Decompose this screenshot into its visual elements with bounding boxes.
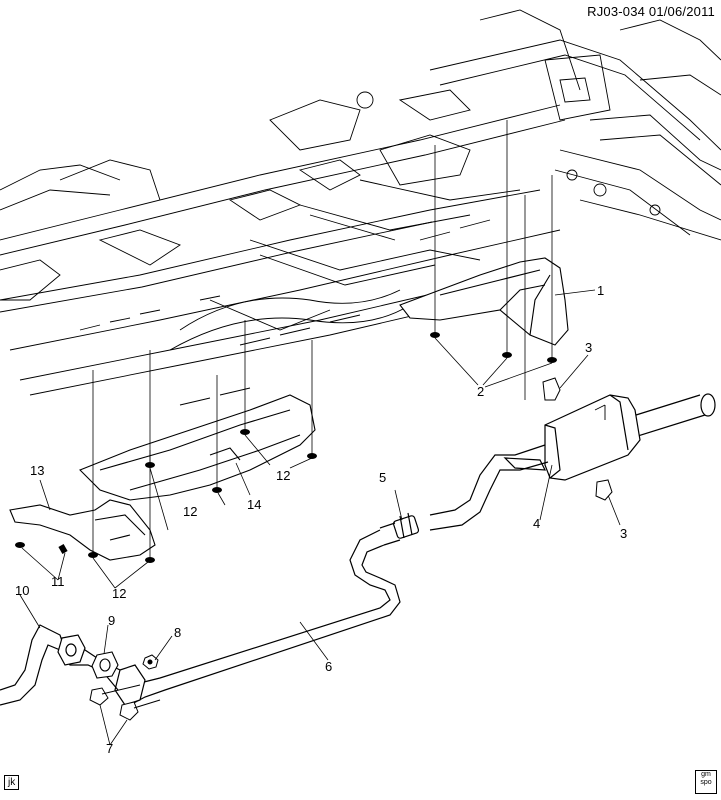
drawing-reference-code: RJ03-034 01/06/2011	[587, 4, 715, 19]
flange-bolts	[89, 684, 161, 721]
callout-12-front: 12	[112, 586, 127, 601]
callout-6: 6	[325, 659, 333, 674]
gasket	[91, 651, 119, 679]
heat-shield-center	[79, 394, 316, 501]
callout-2: 2	[477, 384, 485, 399]
stud-leader-lines	[92, 120, 553, 560]
callout-leaders	[19, 289, 621, 746]
pipe-clamp	[379, 512, 420, 546]
callout-4: 4	[533, 516, 541, 531]
callout-12-center-left: 12	[183, 504, 198, 519]
muffler-assembly	[429, 393, 716, 531]
callout-1: 1	[597, 283, 605, 298]
callout-14: 14	[247, 497, 262, 512]
muffler-insulators	[542, 377, 613, 501]
callout-3-lower: 3	[620, 526, 628, 541]
callout-10: 10	[15, 583, 30, 598]
callout-8: 8	[174, 625, 182, 640]
callout-13: 13	[30, 463, 45, 478]
intermediate-pipe	[114, 529, 401, 706]
callout-12-center-right: 12	[276, 468, 291, 483]
flange-nut	[142, 654, 159, 670]
heat-shield-front	[9, 499, 156, 561]
retainer-nuts	[15, 332, 557, 563]
callout-11: 11	[51, 574, 65, 589]
callout-5: 5	[379, 470, 387, 485]
callout-3-upper: 3	[585, 340, 593, 355]
vehicle-underbody	[0, 9, 721, 406]
callout-9: 9	[108, 613, 116, 628]
callout-7: 7	[106, 741, 114, 756]
drawing-corner-code: jk	[4, 775, 20, 790]
heat-shield-rear	[399, 257, 569, 346]
gm-spo-logo: gm spo	[695, 770, 717, 794]
